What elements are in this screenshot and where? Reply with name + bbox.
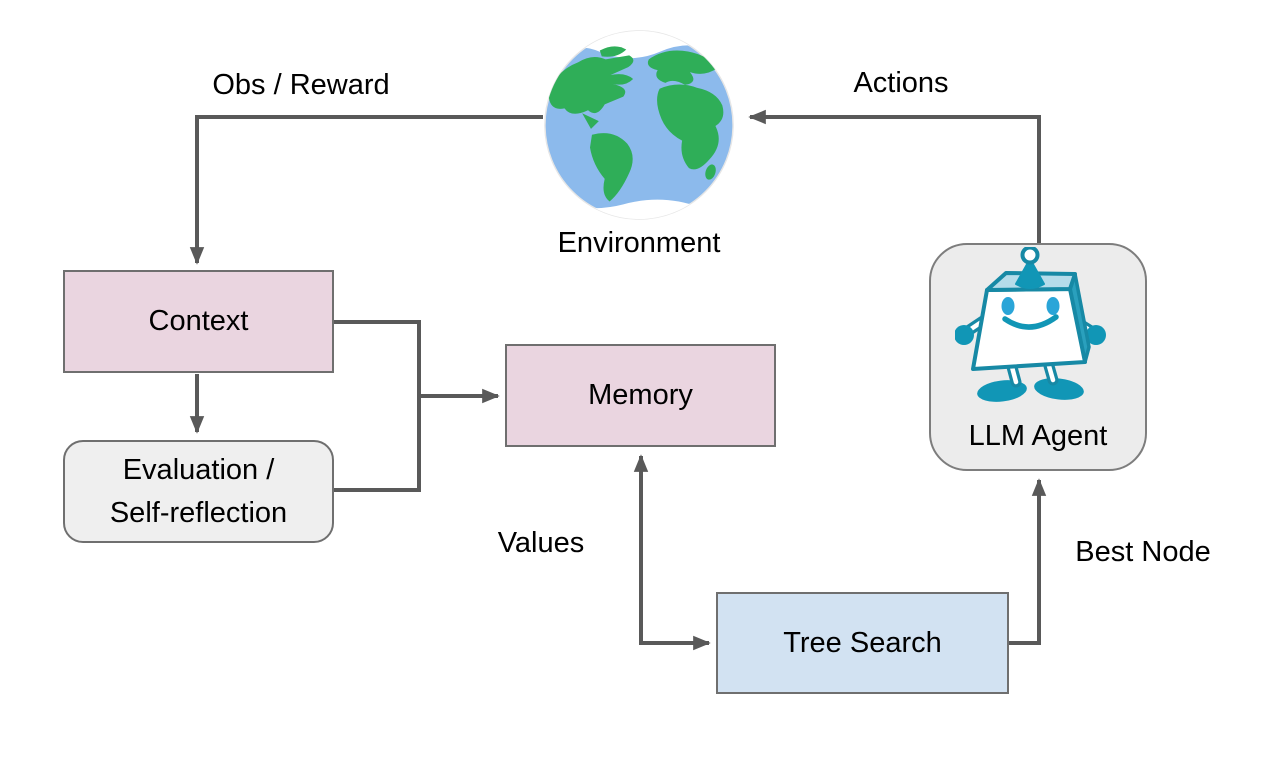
tree-search-label: Tree Search <box>783 626 942 659</box>
context-label: Context <box>148 305 249 338</box>
obs-reward-label: Obs / Reward <box>212 69 390 101</box>
evaluation-label-line2: Self-reflection <box>109 496 288 529</box>
evaluation-label-line1: Evaluation / <box>122 454 275 487</box>
node-context: Context <box>63 270 334 373</box>
actions-label: Actions <box>853 67 949 99</box>
best-node-label: Best Node <box>1075 536 1211 568</box>
llm-agent-label: LLM Agent <box>968 419 1108 452</box>
values-double-arrow <box>633 454 711 651</box>
node-llm-agent: LLM Agent <box>929 243 1147 471</box>
context-evaluation-merge-line <box>334 320 421 492</box>
node-tree-search: Tree Search <box>716 592 1009 694</box>
globe-icon <box>544 30 734 220</box>
environment-label: Environment <box>557 227 721 259</box>
node-memory: Memory <box>505 344 776 447</box>
values-label: Values <box>497 527 585 559</box>
best-node-arrow <box>1009 478 1047 645</box>
obs-reward-arrow <box>189 115 543 265</box>
actions-arrow <box>748 109 1041 243</box>
memory-label: Memory <box>588 379 693 412</box>
node-evaluation-self-reflection: Evaluation / Self-reflection <box>63 440 334 543</box>
llm-agent-robot-icon <box>955 247 1106 402</box>
